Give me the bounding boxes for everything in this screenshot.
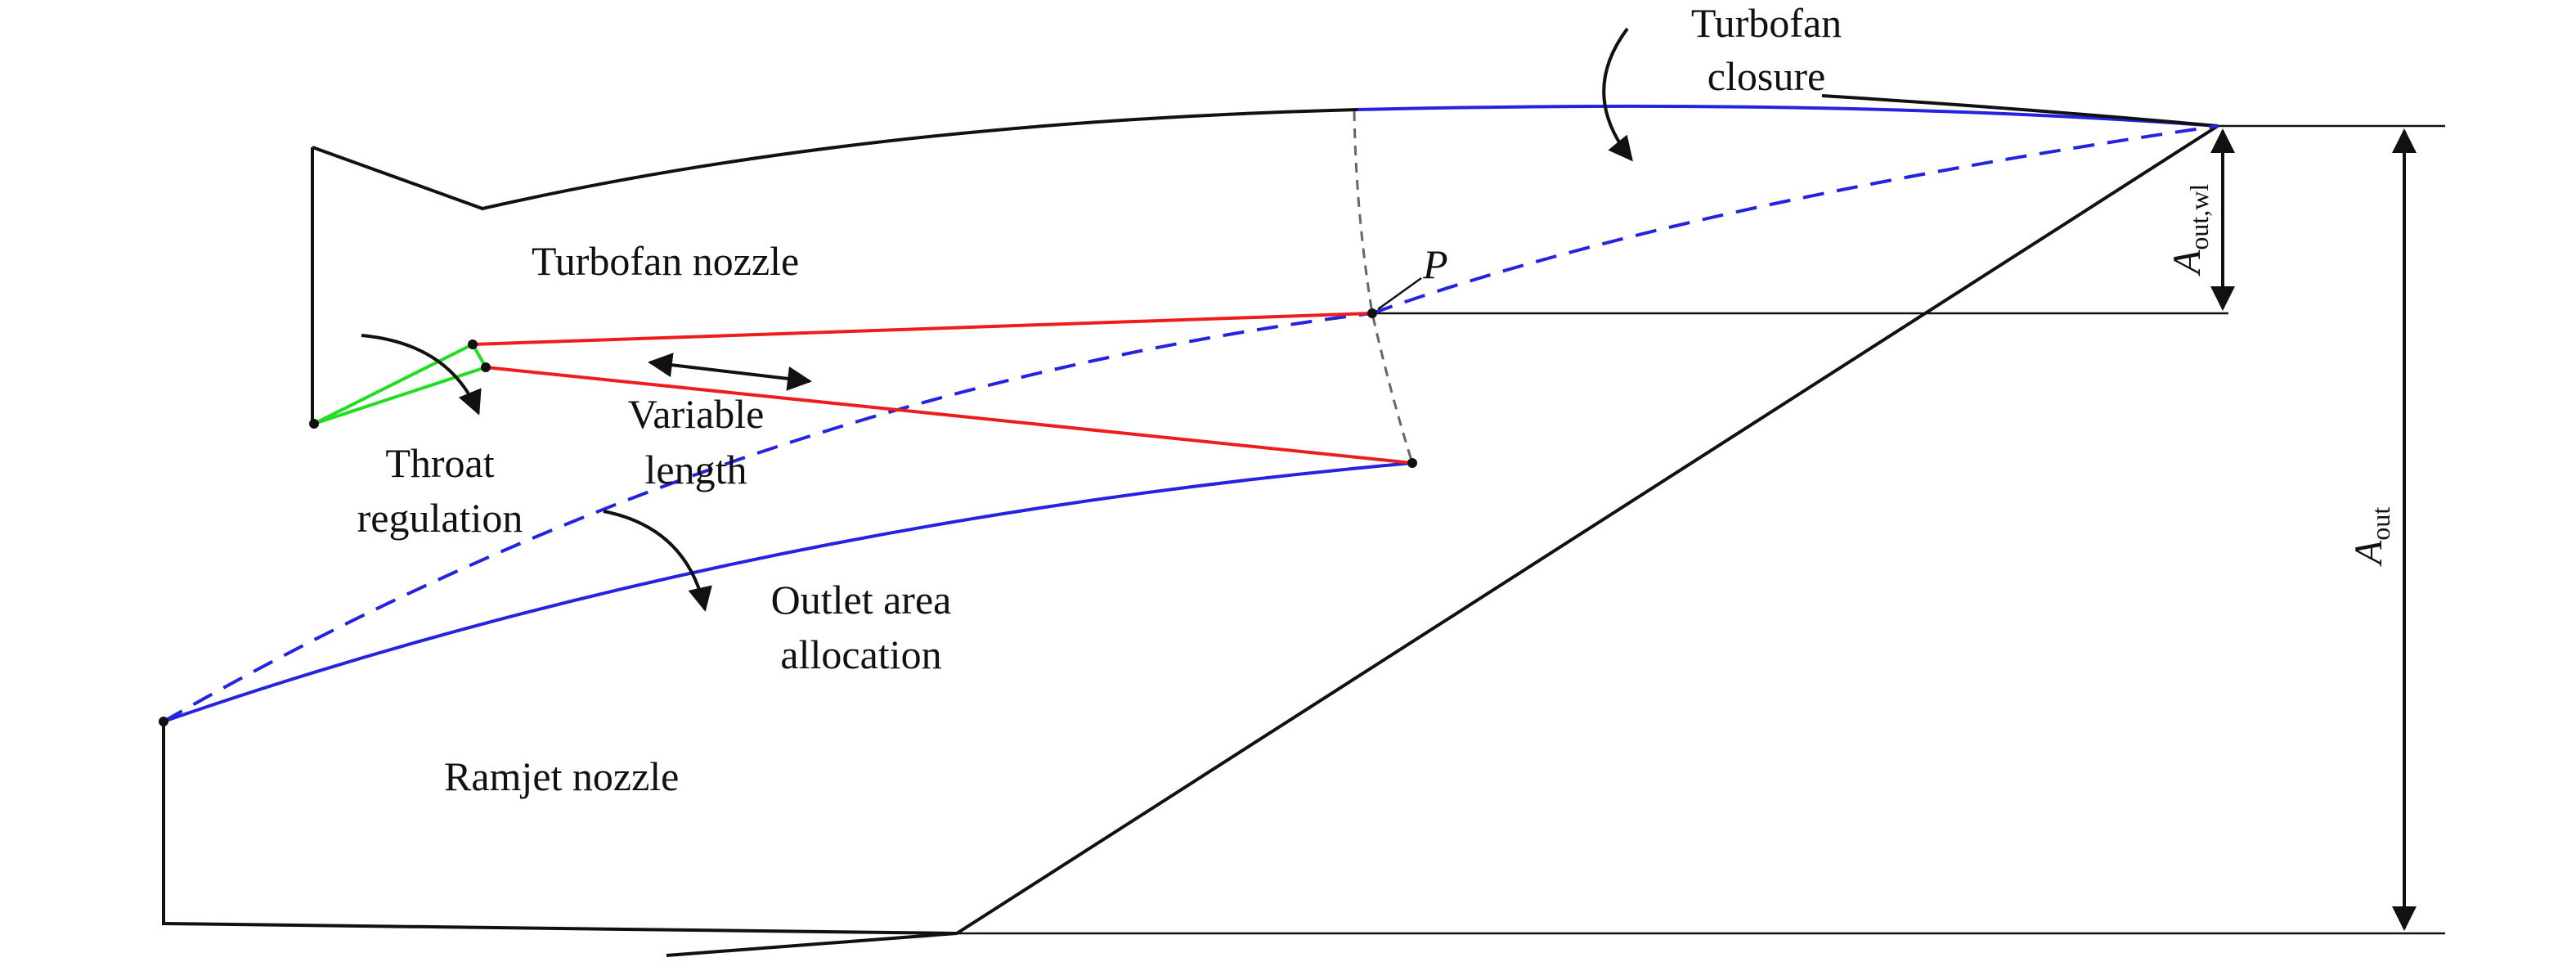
outlet-area-allocation-label-1: Outlet area bbox=[771, 577, 952, 623]
throat-regulation-label-2: regulation bbox=[357, 495, 523, 541]
throat-arrow bbox=[361, 334, 482, 416]
variable-length-label-1: Variable bbox=[628, 391, 765, 437]
turbofan-contour-dashed bbox=[1371, 124, 2219, 315]
a-out-wl-label: Aout,wl bbox=[2165, 184, 2214, 276]
turbofan-nozzle-label: Turbofan nozzle bbox=[532, 238, 799, 284]
ramjet-contour-dashed bbox=[163, 312, 1373, 723]
pivot-point bbox=[481, 362, 491, 372]
variable-length-label-2: length bbox=[645, 447, 747, 492]
closure-arrow bbox=[1602, 27, 1633, 162]
turbofan-closure-label-1: Turbofan bbox=[1691, 0, 1842, 46]
a-out-label: Aout bbox=[2347, 507, 2395, 567]
variable-length-arrow bbox=[648, 353, 812, 391]
turbofan-closure-label-2: closure bbox=[1708, 53, 1825, 99]
pivot-point bbox=[1367, 308, 1377, 318]
outlet-area-allocation-label-2: allocation bbox=[780, 632, 941, 677]
ramjet-nozzle-label: Ramjet nozzle bbox=[444, 753, 679, 799]
pivot-point bbox=[1407, 458, 1417, 468]
p-leader-line bbox=[1377, 276, 1422, 311]
ramjet-lower-tail bbox=[666, 932, 958, 957]
ramp-lower bbox=[485, 366, 1413, 465]
turbofan-outer-contour bbox=[1357, 104, 2219, 128]
ramp-upper bbox=[472, 312, 1373, 346]
throat-regulation-label-1: Throat bbox=[385, 440, 494, 486]
pivot-point bbox=[309, 419, 319, 429]
construction-curve bbox=[1353, 110, 1414, 464]
pivot-point bbox=[468, 339, 478, 349]
outlet-arrow bbox=[603, 510, 712, 612]
pivot-point bbox=[159, 717, 168, 726]
turbofan-upper-wall bbox=[311, 108, 1358, 424]
ramjet-contour bbox=[163, 461, 1413, 723]
point-p-label: P bbox=[1422, 241, 1448, 287]
closure-lip bbox=[1821, 94, 2219, 128]
ramjet-wall bbox=[162, 124, 2219, 936]
